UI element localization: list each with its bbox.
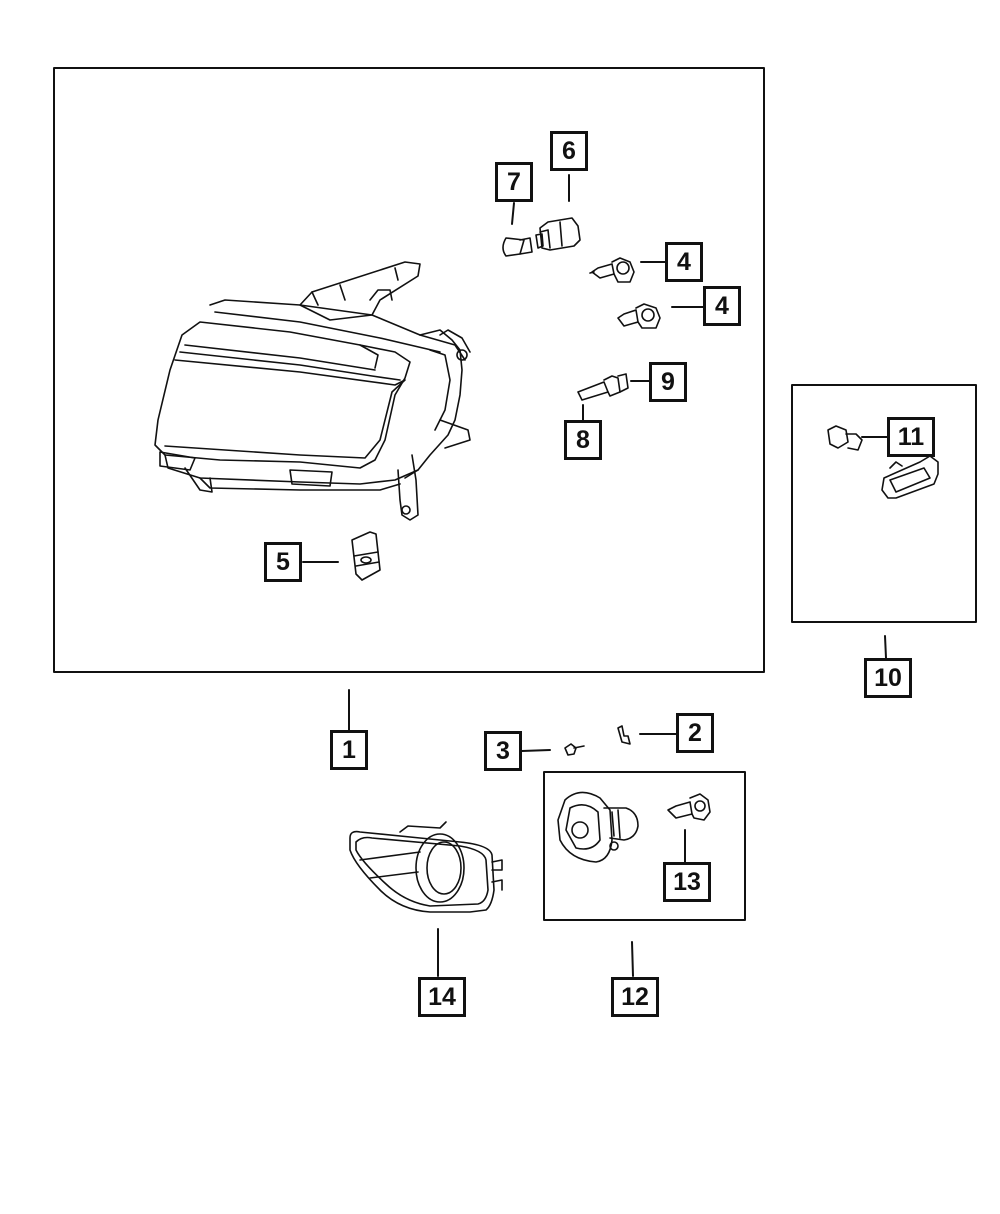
leader-line-3 bbox=[521, 749, 551, 752]
leader-line-12 bbox=[631, 941, 634, 977]
clip-illustration bbox=[617, 725, 631, 745]
callout-13: 13 bbox=[663, 862, 711, 902]
callout-2: 2 bbox=[676, 713, 714, 753]
callout-6: 6 bbox=[550, 131, 588, 171]
headlamp-bulb-4b-illustration bbox=[617, 303, 661, 329]
callout-11: 11 bbox=[887, 417, 935, 457]
fog-lamp-bezel-illustration bbox=[349, 821, 503, 913]
callout-4b: 4 bbox=[703, 286, 741, 326]
callout-5: 5 bbox=[264, 542, 302, 582]
bulb-socket-6-illustration bbox=[535, 217, 581, 251]
leader-line-7 bbox=[511, 202, 515, 225]
callout-9: 9 bbox=[649, 362, 687, 402]
callout-14: 14 bbox=[418, 977, 466, 1017]
callout-8: 8 bbox=[564, 420, 602, 460]
callout-7: 7 bbox=[495, 162, 533, 202]
callout-4a: 4 bbox=[665, 242, 703, 282]
leader-line-10 bbox=[884, 635, 887, 659]
callout-1: 1 bbox=[330, 730, 368, 770]
screw-illustration bbox=[564, 743, 585, 756]
fog-lamp-bulb-illustration bbox=[667, 793, 711, 821]
bulb-8-9-illustration bbox=[577, 373, 629, 401]
fog-lamp-group-frame bbox=[543, 771, 746, 921]
callout-10: 10 bbox=[864, 658, 912, 698]
headlamp-assembly-illustration bbox=[154, 261, 471, 521]
bracket-illustration bbox=[351, 531, 381, 581]
headlamp-bulb-4a-illustration bbox=[589, 257, 635, 283]
callout-3: 3 bbox=[484, 731, 522, 771]
leader-lines bbox=[302, 174, 888, 977]
wedge-bulb-illustration bbox=[502, 237, 533, 257]
side-marker-bulb-illustration bbox=[827, 425, 863, 451]
side-marker-group-frame bbox=[791, 384, 977, 623]
headlamp-group-frame bbox=[53, 67, 765, 673]
fog-lamp-illustration bbox=[557, 791, 639, 863]
callout-12: 12 bbox=[611, 977, 659, 1017]
side-marker-lens-illustration bbox=[881, 455, 939, 499]
